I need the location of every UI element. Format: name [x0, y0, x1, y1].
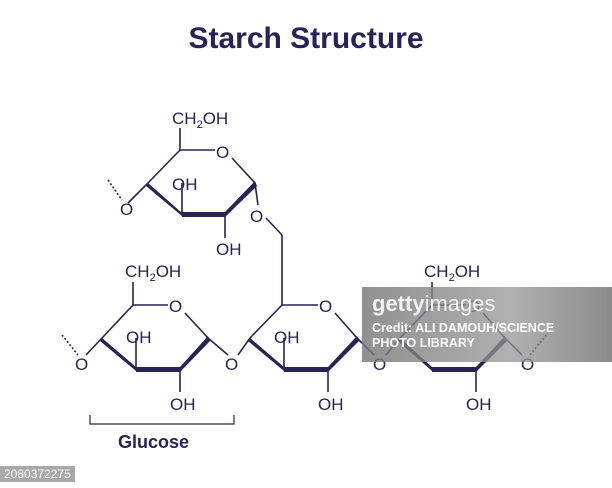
oh-label: OH [318, 395, 344, 414]
ch2oh-label: CH2OH [424, 262, 480, 284]
ring-oxygen: O [169, 297, 182, 316]
diagram-title: Starch Structure [188, 22, 424, 55]
oxygen-label: O [250, 207, 263, 226]
oxygen-label: O [225, 355, 238, 374]
image-id-badge: 2080372275 [0, 466, 75, 482]
oxygen-label: O [75, 355, 88, 374]
ch2oh-label: CH2OH [125, 262, 181, 284]
oh-label: OH [216, 240, 242, 259]
watermark-credit: Credit: ALI DAMOUH/SCIENCE PHOTO LIBRARY [372, 321, 555, 350]
oh-label: OH [126, 328, 152, 347]
getty-logo: gettyimages [372, 291, 496, 316]
ring-oxygen: O [319, 297, 332, 316]
getty-watermark: gettyimages Credit: ALI DAMOUH/SCIENCE P… [362, 287, 612, 362]
glucose-bracket-label: Glucose [118, 432, 190, 452]
oh-label: OH [466, 395, 492, 414]
ring-oxygen: O [216, 143, 229, 162]
ch2oh-label: CH2OH [172, 109, 228, 131]
oh-label: OH [274, 328, 300, 347]
oxygen-label: O [120, 200, 133, 219]
oh-label: OH [170, 395, 196, 414]
oh-label: OH [172, 175, 198, 194]
